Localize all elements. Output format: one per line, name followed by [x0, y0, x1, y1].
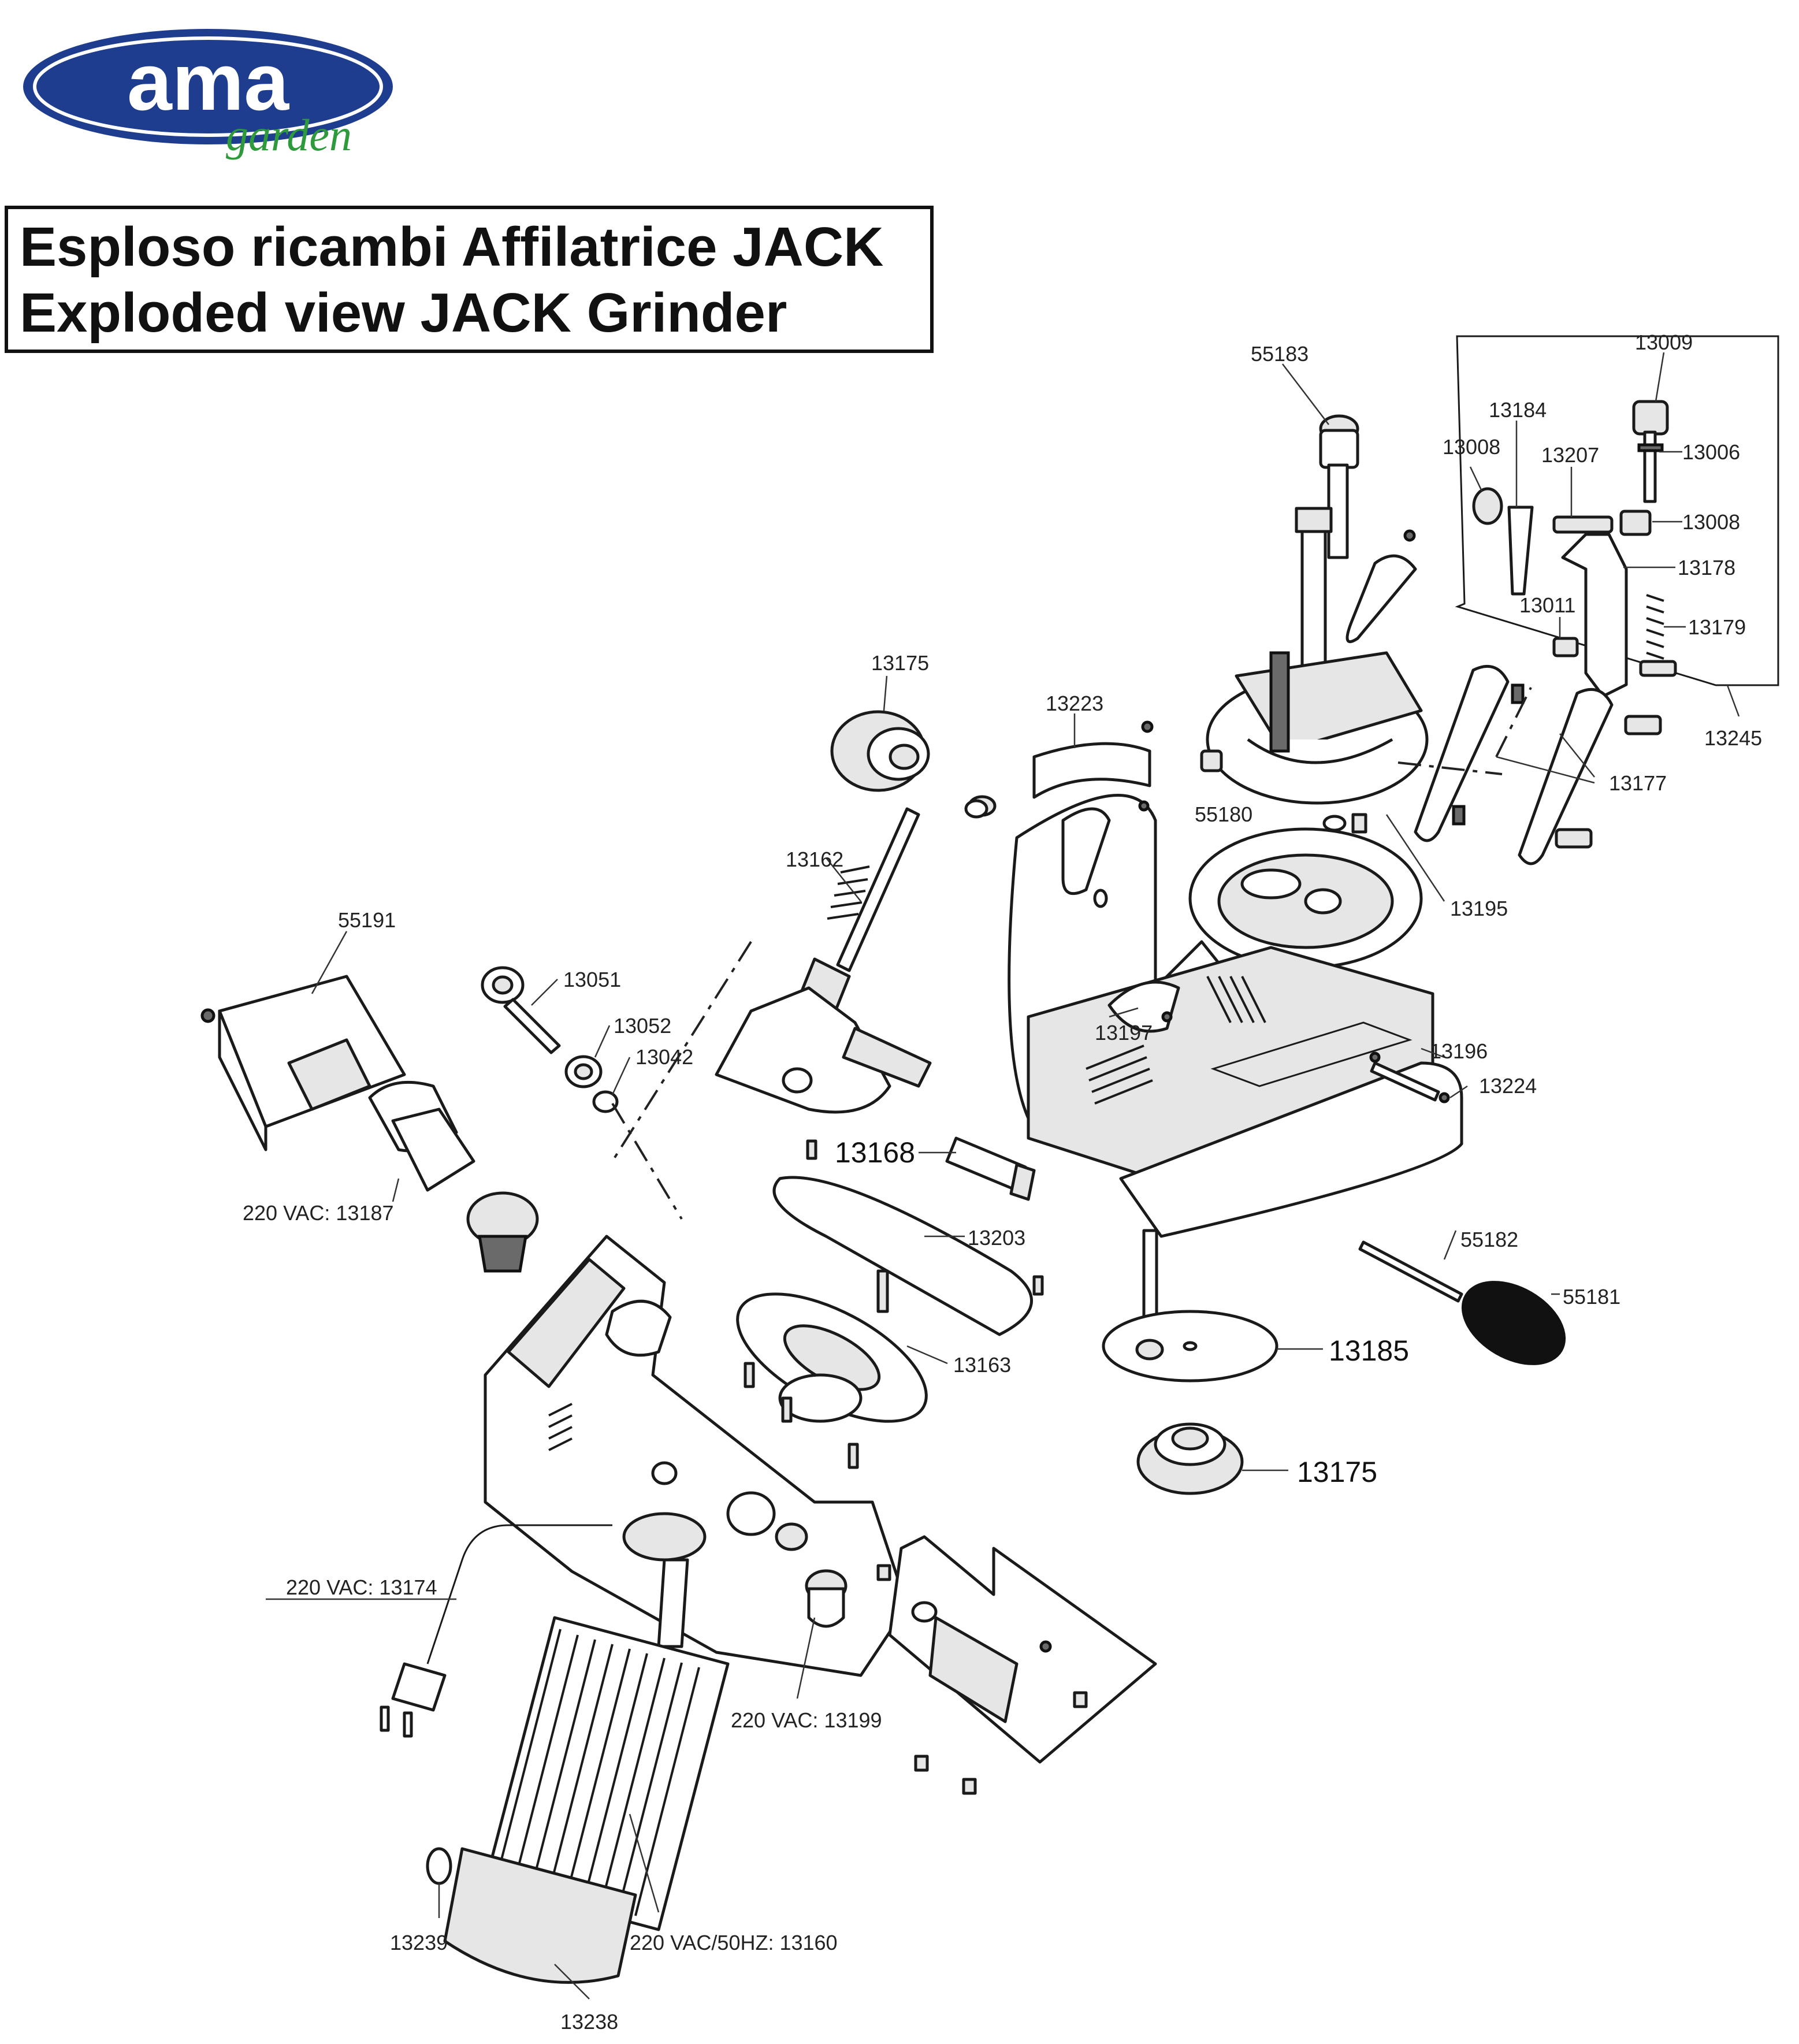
label-13051: 13051: [563, 968, 621, 991]
part-13197-cover: [1107, 980, 1180, 1033]
part-55181-knob: [1461, 1281, 1566, 1365]
label-13052: 13052: [614, 1014, 671, 1038]
main-housing: [484, 1235, 909, 1677]
label-13042: 13042: [635, 1045, 693, 1069]
part-13203-cover: [772, 1176, 1034, 1336]
label-55181: 55181: [1563, 1285, 1620, 1309]
part-13006-screw: [1632, 400, 1669, 503]
label-13179: 13179: [1688, 615, 1746, 639]
title-english: Exploded view JACK Grinder: [20, 282, 787, 344]
label-13163: 13163: [953, 1353, 1011, 1377]
label-55191: 55191: [338, 908, 396, 932]
lower-bracket-plate: [888, 1535, 1157, 1764]
label-13196: 13196: [1430, 1039, 1488, 1063]
label-13197: 13197: [1095, 1021, 1153, 1045]
part-13179-spring: [1646, 594, 1664, 660]
label-13162: 13162: [786, 848, 843, 871]
label-55180: 55180: [1195, 802, 1252, 826]
part-13177-arm-a: [1414, 664, 1510, 842]
part-13160-motor: [426, 1558, 730, 1984]
part-55180-clamp-housing: [1206, 651, 1429, 805]
label-13224: 13224: [1479, 1074, 1537, 1098]
part-13175-pulley-top: [830, 710, 930, 792]
label-13185: 13185: [1329, 1335, 1409, 1367]
leader-lines: [266, 352, 1740, 2000]
logo-sub-text: garden: [226, 110, 352, 160]
part-13163-grinding-wheel: [736, 1269, 928, 1469]
curved-bracket: [1345, 554, 1417, 644]
title-italian: Esploso ricambi Affilatrice JACK: [20, 216, 884, 278]
part-labels: 55183 13009 13184 13008 13207 13006 1300…: [243, 330, 1762, 2034]
part-13199-capacitor: [805, 1569, 848, 1628]
part-13051-eye-bolt: [481, 966, 561, 1054]
label-13168: 13168: [835, 1136, 915, 1169]
label-13009: 13009: [1635, 330, 1693, 354]
part-13042-washer: [592, 1090, 619, 1113]
part-55191-switch-box: [200, 975, 475, 1192]
label-13177: 13177: [1609, 771, 1667, 795]
label-13008-a: 13008: [1443, 435, 1500, 459]
label-13199: 220 VAC: 13199: [731, 1708, 882, 1732]
label-13160: 220 VAC/50HZ: 13160: [630, 1931, 838, 1954]
logo-oval: [23, 29, 393, 144]
part-13008-cap: [1472, 487, 1503, 525]
label-13223: 13223: [1046, 692, 1103, 715]
logo-brand-text: ama: [127, 36, 289, 127]
grille-fins-13197: [1086, 1045, 1153, 1105]
label-13245: 13245: [1704, 726, 1762, 750]
label-13238: 13238: [560, 2010, 618, 2034]
part-13195-base-disc: [1188, 827, 1423, 969]
part-13175-pulley-bottom: [1136, 1422, 1244, 1495]
part-13168-bolt: [945, 1136, 1036, 1201]
label-13203: 13203: [968, 1226, 1025, 1250]
part-13185-disc: [1102, 1229, 1278, 1383]
label-55182: 55182: [1460, 1228, 1518, 1251]
title-box: Esploso ricambi Affilatrice JACK Explode…: [5, 206, 934, 353]
part-55182-rod: [1358, 1240, 1463, 1303]
label-13178: 13178: [1678, 556, 1735, 579]
ama-garden-logo: ama garden: [23, 29, 393, 160]
part-13008-nut: [1619, 510, 1652, 536]
part-13177-arm-b: [1518, 687, 1614, 865]
part-13187-socket: [466, 1191, 539, 1273]
part-13174-cable-plug: [380, 1524, 612, 1738]
part-13162-housing: [715, 986, 932, 1114]
label-13175-bottom: 13175: [1297, 1456, 1377, 1488]
part-13207-pin: [1552, 515, 1614, 534]
label-13008-b: 13008: [1682, 510, 1740, 534]
part-13196-rod: [1370, 1061, 1440, 1102]
label-13174: 220 VAC: 13174: [286, 1575, 437, 1599]
label-55183: 55183: [1251, 342, 1309, 366]
label-13011: 13011: [1519, 593, 1575, 617]
part-13184-lever: [1507, 506, 1534, 596]
label-13187: 220 VAC: 13187: [243, 1201, 394, 1225]
label-13195: 13195: [1450, 897, 1508, 920]
kit-13245-outline: [1455, 335, 1779, 686]
label-13184: 13184: [1489, 398, 1547, 422]
label-13207: 13207: [1541, 443, 1599, 467]
label-13175-top: 13175: [871, 651, 929, 675]
label-13239: 13239: [390, 1931, 448, 1954]
label-13006: 13006: [1682, 440, 1740, 464]
